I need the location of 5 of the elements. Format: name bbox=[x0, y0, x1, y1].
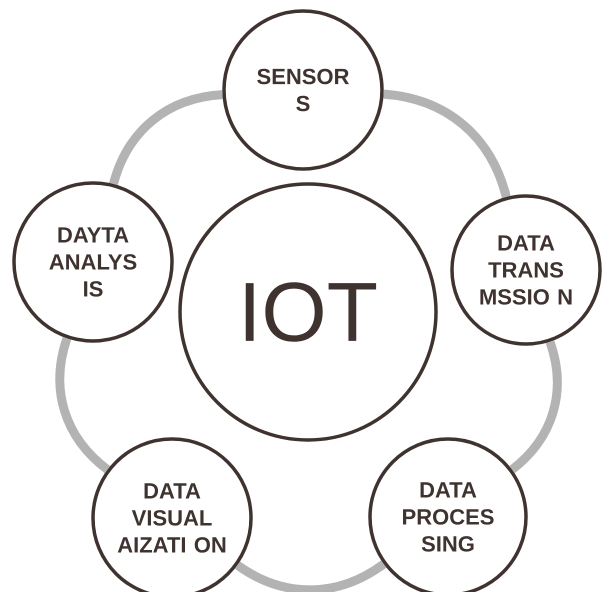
ring-arc bbox=[235, 560, 386, 592]
ring-arc bbox=[55, 337, 110, 474]
ring-arc bbox=[109, 90, 223, 186]
ring-arc bbox=[383, 90, 511, 198]
ring-arc bbox=[509, 340, 562, 474]
